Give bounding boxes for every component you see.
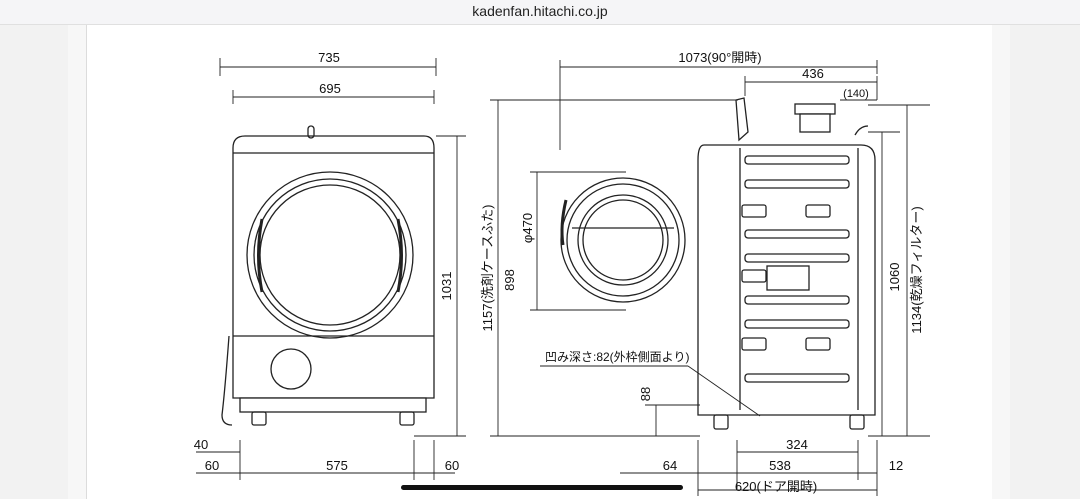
dim-1073: 1073(90°開時) bbox=[678, 50, 761, 65]
dim-1031: 1031 bbox=[439, 272, 454, 301]
side-view-washer bbox=[697, 97, 876, 430]
home-indicator-bar[interactable] bbox=[401, 485, 683, 490]
dim-phi470: φ470 bbox=[520, 213, 535, 243]
dim-1157: 1157(洗剤ケースふた) bbox=[480, 205, 495, 332]
dim-12: 12 bbox=[889, 458, 903, 473]
page-gutter-left bbox=[68, 25, 86, 499]
dim-1134: 1134(乾燥フィルター) bbox=[909, 206, 924, 333]
dim-324: 324 bbox=[786, 437, 808, 452]
dim-575: 575 bbox=[326, 458, 348, 473]
dim-dent-depth: 凹み深さ:82(外枠側面より) bbox=[545, 350, 689, 364]
drum-view bbox=[560, 177, 686, 303]
dim-64: 64 bbox=[663, 458, 677, 473]
dim-140: (140) bbox=[843, 88, 869, 100]
dim-620: 620(ドア開時) bbox=[735, 479, 817, 494]
dim-735: 735 bbox=[318, 50, 340, 65]
browser-address-bar[interactable]: kadenfan.hitachi.co.jp bbox=[0, 0, 1080, 25]
dim-1060: 1060 bbox=[887, 263, 902, 292]
front-view-washer bbox=[221, 125, 435, 426]
dim-60-left: 60 bbox=[205, 458, 219, 473]
dim-60-right: 60 bbox=[445, 458, 459, 473]
url-text: kadenfan.hitachi.co.jp bbox=[472, 3, 608, 19]
dim-695: 695 bbox=[319, 81, 341, 96]
dim-436: 436 bbox=[802, 66, 824, 81]
dim-88: 88 bbox=[638, 387, 653, 401]
dim-40: 40 bbox=[194, 437, 208, 452]
dim-898: 898 bbox=[502, 269, 517, 291]
page-gutter-right bbox=[992, 25, 1010, 499]
dim-538: 538 bbox=[769, 458, 791, 473]
dimension-lines bbox=[196, 58, 930, 496]
